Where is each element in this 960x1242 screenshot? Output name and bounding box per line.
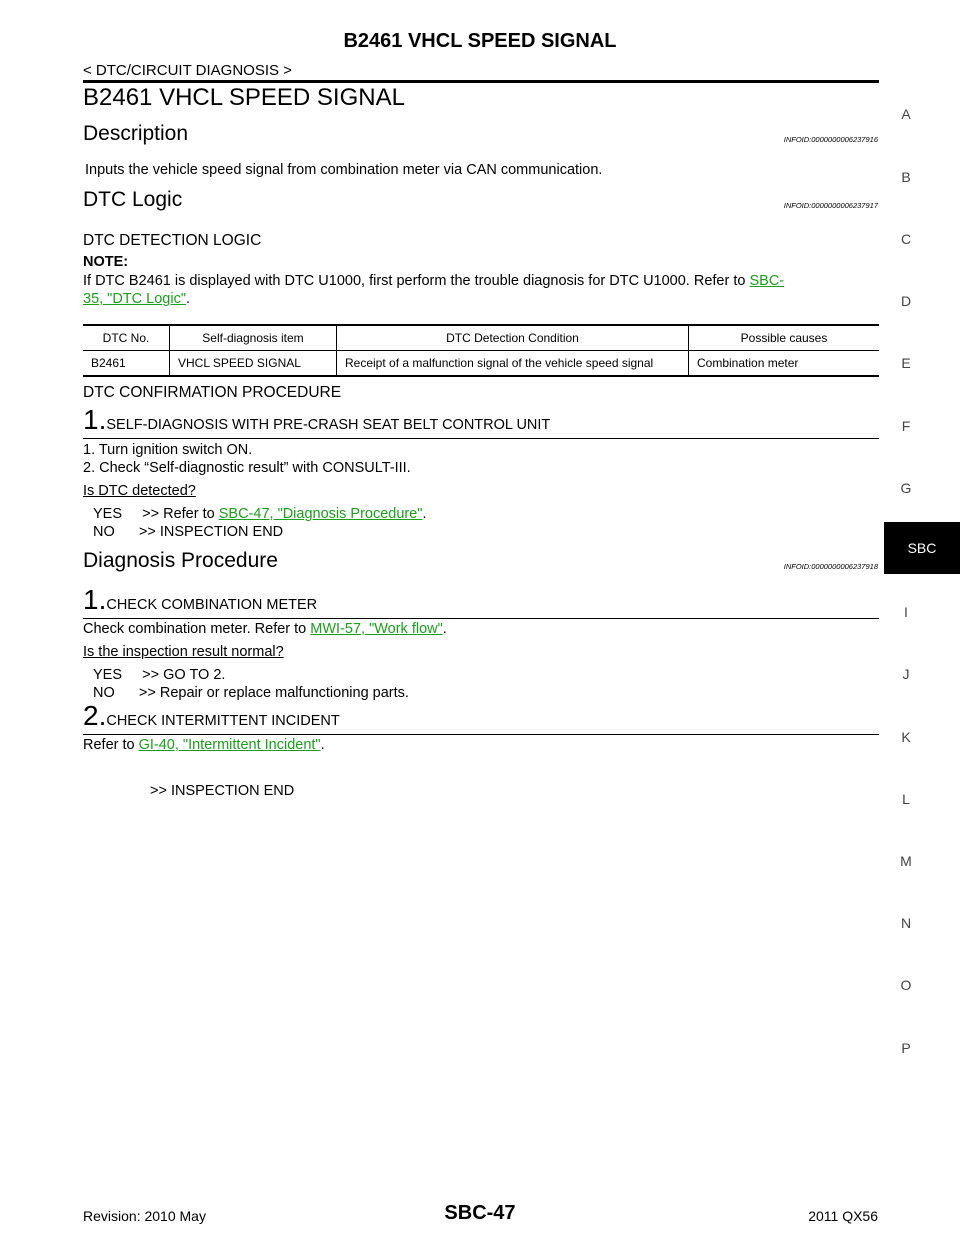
diagnosis-step-1: 1.CHECK COMBINATION METER <box>83 586 317 614</box>
step-text-prefix: Check combination meter. Refer to <box>83 621 311 637</box>
table-row: B2461 VHCL SPEED SIGNAL Receipt of a mal… <box>83 350 879 376</box>
side-index-i[interactable]: I <box>904 604 908 620</box>
col-self-diagnosis-item: Self-diagnosis item <box>169 325 337 351</box>
footer-revision: Revision: 2010 May <box>83 1208 206 1224</box>
step-text-prefix: Refer to <box>83 737 139 753</box>
dtc-detection-logic-heading: DTC DETECTION LOGIC <box>83 232 262 249</box>
step-label: CHECK COMBINATION METER <box>106 597 318 613</box>
cell-detection-condition: Receipt of a malfunction signal of the v… <box>336 350 689 376</box>
link-sbc-47-diagnosis[interactable]: SBC-47, "Diagnosis Procedure" <box>218 506 423 522</box>
step-question: Is the inspection result normal? <box>83 644 284 660</box>
col-dtc-no: DTC No. <box>102 331 150 345</box>
col-possible-causes: Possible causes <box>688 325 879 351</box>
note-link-sbc-35[interactable]: SBC- <box>749 273 785 289</box>
confirmation-step-1: 1.SELF-DIAGNOSIS WITH PRE-CRASH SEAT BEL… <box>83 406 550 434</box>
dtc-table: DTC No. Self-diagnosis item DTC Detectio… <box>83 324 879 377</box>
diagnosis-heading: Diagnosis Procedure <box>83 549 278 572</box>
diagnosis-infoid: INFOID:0000000006237918 <box>783 562 878 571</box>
note-paragraph: If DTC B2461 is displayed with DTC U1000… <box>83 272 883 308</box>
side-tab-sbc-active[interactable]: SBC <box>884 522 960 574</box>
side-index-l[interactable]: L <box>902 791 910 807</box>
yes-branch: YES >> Refer to SBC-47, "Diagnosis Proce… <box>93 506 427 522</box>
inspection-end: >> INSPECTION END <box>150 783 295 799</box>
step-rule <box>83 734 879 735</box>
no-branch: NO >> INSPECTION END <box>93 524 284 540</box>
description-infoid: INFOID:0000000006237916 <box>783 135 878 144</box>
col-detection-condition: DTC Detection Condition <box>336 325 689 351</box>
diagnosis-step-2: 2.CHECK INTERMITTENT INCIDENT <box>83 702 340 730</box>
dtc-logic-heading: DTC Logic <box>83 188 183 211</box>
side-index-c[interactable]: C <box>900 231 912 247</box>
description-text: Inputs the vehicle speed signal from com… <box>85 162 603 178</box>
side-index-a[interactable]: A <box>901 106 911 122</box>
page-header-title: B2461 VHCL SPEED SIGNAL <box>343 30 617 52</box>
cell-self-diagnosis-item: VHCL SPEED SIGNAL <box>169 350 337 376</box>
step-number: 1. <box>83 404 107 435</box>
dtc-table-header-row: DTC No. Self-diagnosis item DTC Detectio… <box>83 325 879 351</box>
footer-model: 2011 QX56 <box>808 1208 878 1224</box>
step-number: 1. <box>83 584 107 615</box>
dtc-logic-infoid: INFOID:0000000006237917 <box>783 201 878 210</box>
header-rule <box>83 80 879 83</box>
side-index-j[interactable]: J <box>902 666 910 682</box>
note-text: If DTC B2461 is displayed with DTC U1000… <box>83 273 750 289</box>
list-item: 2. Check “Self-diagnostic result” with C… <box>83 460 411 476</box>
side-index-o[interactable]: O <box>900 977 912 993</box>
side-index-d[interactable]: D <box>900 293 912 309</box>
step-rule <box>83 438 879 439</box>
breadcrumb: < DTC/CIRCUIT DIAGNOSIS > <box>83 62 292 79</box>
dtc-confirmation-heading: DTC CONFIRMATION PROCEDURE <box>83 384 342 401</box>
description-heading: Description <box>83 122 189 145</box>
side-index-g[interactable]: G <box>900 480 912 496</box>
footer-page-number: SBC-47 <box>444 1202 516 1224</box>
cell-dtc-no: B2461 <box>91 356 126 370</box>
main-title: B2461 VHCL SPEED SIGNAL <box>83 84 405 111</box>
yes-end: . <box>422 506 427 522</box>
no-branch: NO >> Repair or replace malfunctioning p… <box>93 685 409 701</box>
step-number: 2. <box>83 700 107 731</box>
step-label: SELF-DIAGNOSIS WITH PRE-CRASH SEAT BELT … <box>106 417 551 433</box>
step-question: Is DTC detected? <box>83 483 196 499</box>
cell-possible-causes: Combination meter <box>688 350 879 376</box>
side-index-p[interactable]: P <box>901 1040 911 1056</box>
side-index-k[interactable]: K <box>901 729 911 745</box>
note-end: . <box>185 291 191 307</box>
step-label: CHECK INTERMITTENT INCIDENT <box>106 713 340 729</box>
side-index-f[interactable]: F <box>901 418 911 434</box>
note-label: NOTE: <box>83 254 129 270</box>
note-link-sbc-35-cont[interactable]: 35, "DTC Logic" <box>83 291 186 307</box>
yes-branch: YES >> GO TO 2. <box>93 667 226 683</box>
side-index-b[interactable]: B <box>901 169 911 185</box>
yes-label: YES >> Refer to <box>93 506 219 522</box>
step-rule <box>83 618 879 619</box>
side-index-m[interactable]: M <box>900 853 912 869</box>
step-text-end: . <box>442 621 447 637</box>
list-item: 1. Turn ignition switch ON. <box>83 442 253 458</box>
side-index-e[interactable]: E <box>901 355 911 371</box>
side-index-n[interactable]: N <box>900 915 912 931</box>
step-text: Refer to GI-40, "Intermittent Incident". <box>83 737 325 753</box>
step-text: Check combination meter. Refer to MWI-57… <box>83 621 447 637</box>
step-text-end: . <box>320 737 325 753</box>
link-gi-40-intermittent[interactable]: GI-40, "Intermittent Incident" <box>138 737 321 753</box>
link-mwi-57-work-flow[interactable]: MWI-57, "Work flow" <box>310 621 443 637</box>
